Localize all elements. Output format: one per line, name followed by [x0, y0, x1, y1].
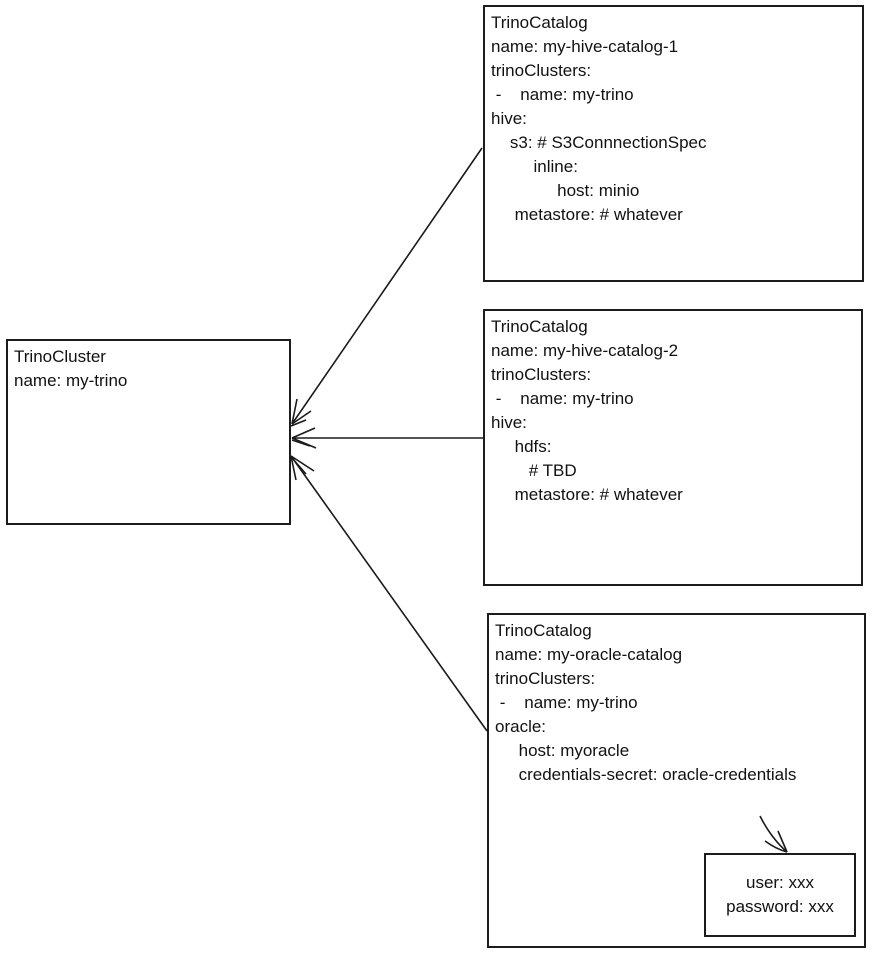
yaml-line: hive:	[491, 109, 527, 128]
resource-kind: TrinoCatalog	[491, 13, 588, 32]
yaml-line: host: myoracle	[495, 741, 630, 760]
yaml-line: metastore: # whatever	[491, 205, 683, 224]
yaml-line: name: my-hive-catalog-1	[491, 37, 679, 56]
yaml-line: s3: # S3ConnnectionSpec	[491, 133, 707, 152]
yaml-line: trinoClusters:	[491, 365, 592, 384]
yaml-line: trinoClusters:	[495, 669, 596, 688]
yaml-line: inline:	[491, 157, 578, 176]
resource-kind: TrinoCatalog	[495, 621, 592, 640]
trinocluster-box: TrinoCluster name: my-trino	[6, 339, 291, 525]
yaml-line: oracle:	[495, 717, 547, 736]
yaml-line: hdfs:	[491, 437, 552, 456]
connector-catalog1-to-cluster	[290, 147, 483, 427]
connector-catalog3-to-cluster	[290, 455, 488, 732]
secret-user-line: user: xxx	[745, 873, 815, 892]
trinocatalog-3-box: TrinoCatalog name: my-oracle-catalog tri…	[487, 613, 866, 948]
yaml-line: - name: my-trino	[491, 389, 634, 408]
resource-kind: TrinoCluster	[14, 347, 106, 366]
yaml-line: hive:	[491, 413, 527, 432]
yaml-line: metastore: # whatever	[491, 485, 683, 504]
connector-catalog2-to-cluster	[291, 427, 483, 449]
yaml-line: credentials-secret: oracle-credentials	[495, 765, 797, 784]
yaml-line: name: my-oracle-catalog	[495, 645, 683, 664]
resource-kind: TrinoCatalog	[491, 317, 588, 336]
yaml-line: host: minio	[491, 181, 640, 200]
trinocatalog-1-box: TrinoCatalog name: my-hive-catalog-1 tri…	[483, 5, 864, 282]
trinocatalog-2-box: TrinoCatalog name: my-hive-catalog-2 tri…	[483, 309, 863, 586]
yaml-line: - name: my-trino	[491, 85, 634, 104]
yaml-line: name: my-trino	[14, 371, 128, 390]
secret-password-line: password: xxx	[726, 897, 834, 916]
credentials-secret-box: user: xxx password: xxx	[704, 853, 856, 937]
yaml-line: trinoClusters:	[491, 61, 592, 80]
yaml-line: # TBD	[491, 461, 577, 480]
yaml-line: - name: my-trino	[495, 693, 638, 712]
yaml-line: name: my-hive-catalog-2	[491, 341, 679, 360]
